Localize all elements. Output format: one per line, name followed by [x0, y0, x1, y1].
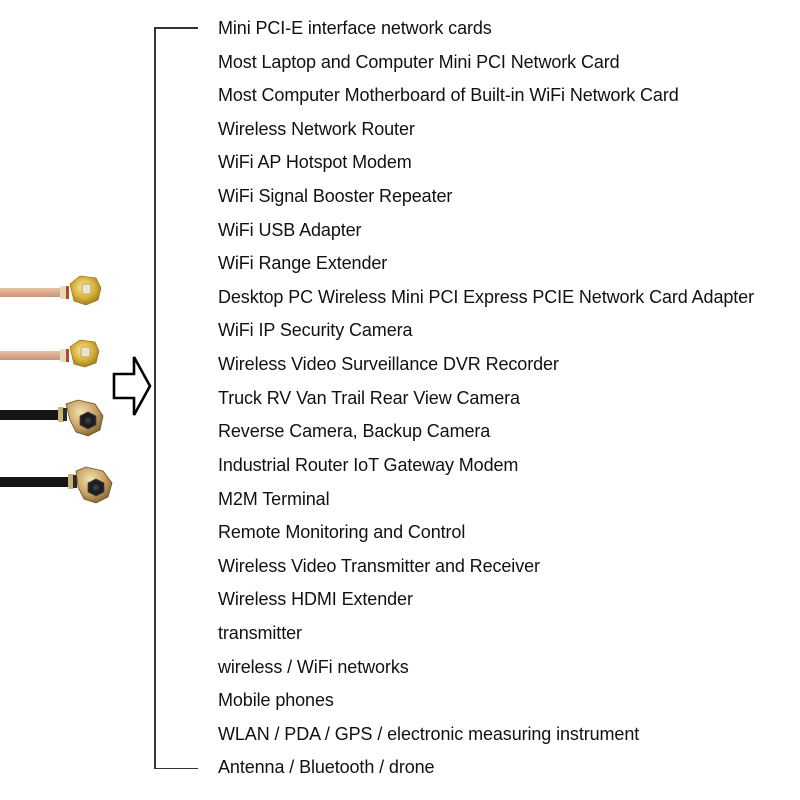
list-item: Wireless Video Surveillance DVR Recorder — [218, 354, 559, 375]
list-item: WiFi IP Security Camera — [218, 320, 413, 341]
list-item: Desktop PC Wireless Mini PCI Express PCI… — [218, 286, 754, 307]
list-item: WiFi Range Extender — [218, 253, 388, 274]
bracket-bottom-tick — [154, 767, 198, 769]
black-cable-mhf4-connector-icon — [0, 466, 113, 504]
list-item: Reverse Camera, Backup Camera — [218, 421, 491, 442]
black-cable-mhf4-connector-icon — [0, 399, 104, 437]
list-item: WiFi USB Adapter — [218, 219, 362, 240]
list-item: Industrial Router IoT Gateway Modem — [218, 454, 519, 475]
tan-cable-ufl-connector-icon — [0, 339, 100, 368]
list-item: WLAN / PDA / GPS / electronic measuring … — [218, 723, 640, 744]
cable-illustrations — [0, 260, 115, 504]
list-item: Mobile phones — [218, 690, 334, 711]
list-item: wireless / WiFi networks — [218, 656, 409, 677]
list-item: Most Computer Motherboard of Built-in Wi… — [218, 85, 679, 106]
list-item: WiFi Signal Booster Repeater — [218, 186, 453, 207]
list-item: Mini PCI-E interface network cards — [218, 18, 492, 38]
list-item: Truck RV Van Trail Rear View Camera — [218, 387, 520, 408]
list-item: M2M Terminal — [218, 488, 330, 509]
list-item: Wireless Network Router — [218, 118, 415, 139]
list-item: Most Laptop and Computer Mini PCI Networ… — [218, 51, 620, 72]
list-item: transmitter — [218, 622, 302, 643]
list-bracket — [154, 27, 200, 769]
tan-cable-ufl-connector-icon — [0, 275, 102, 306]
list-item: Wireless HDMI Extender — [218, 589, 413, 610]
right-arrow-icon — [112, 356, 152, 416]
bracket-vertical-line — [154, 27, 156, 769]
bracket-top-tick — [154, 27, 198, 29]
list-item: Wireless Video Transmitter and Receiver — [218, 555, 540, 576]
list-item: Antenna / Bluetooth / drone — [218, 757, 435, 778]
applications-list: Mini PCI-E interface network cards Most … — [218, 16, 754, 789]
list-item: Remote Monitoring and Control — [218, 522, 466, 543]
list-item: WiFi AP Hotspot Modem — [218, 152, 412, 173]
